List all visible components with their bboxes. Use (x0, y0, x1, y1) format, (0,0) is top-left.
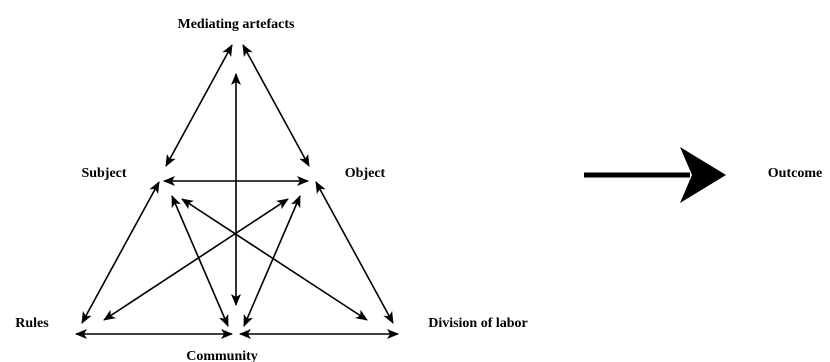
node-label-division-of-labor: Division of labor (428, 316, 528, 331)
outcome-arrowhead (680, 147, 726, 203)
edge-object-division (315, 181, 394, 324)
node-label-mediating-artefacts: Mediating artefacts (177, 17, 295, 32)
node-label-rules: Rules (15, 316, 49, 331)
edge-object-rules (103, 198, 289, 321)
node-label-community: Community (186, 349, 258, 362)
edge-subject-community (171, 195, 229, 327)
outcome-arrow (584, 147, 726, 203)
edge-object-community (243, 195, 301, 327)
node-label-subject: Subject (81, 166, 126, 181)
node-label-outcome: Outcome (768, 166, 822, 181)
edge-subject-division (181, 198, 368, 321)
edge-mediating-object (242, 44, 310, 167)
edge-mediating-subject (165, 44, 233, 167)
edge-subject-rules (81, 181, 160, 324)
node-label-object: Object (345, 166, 386, 181)
